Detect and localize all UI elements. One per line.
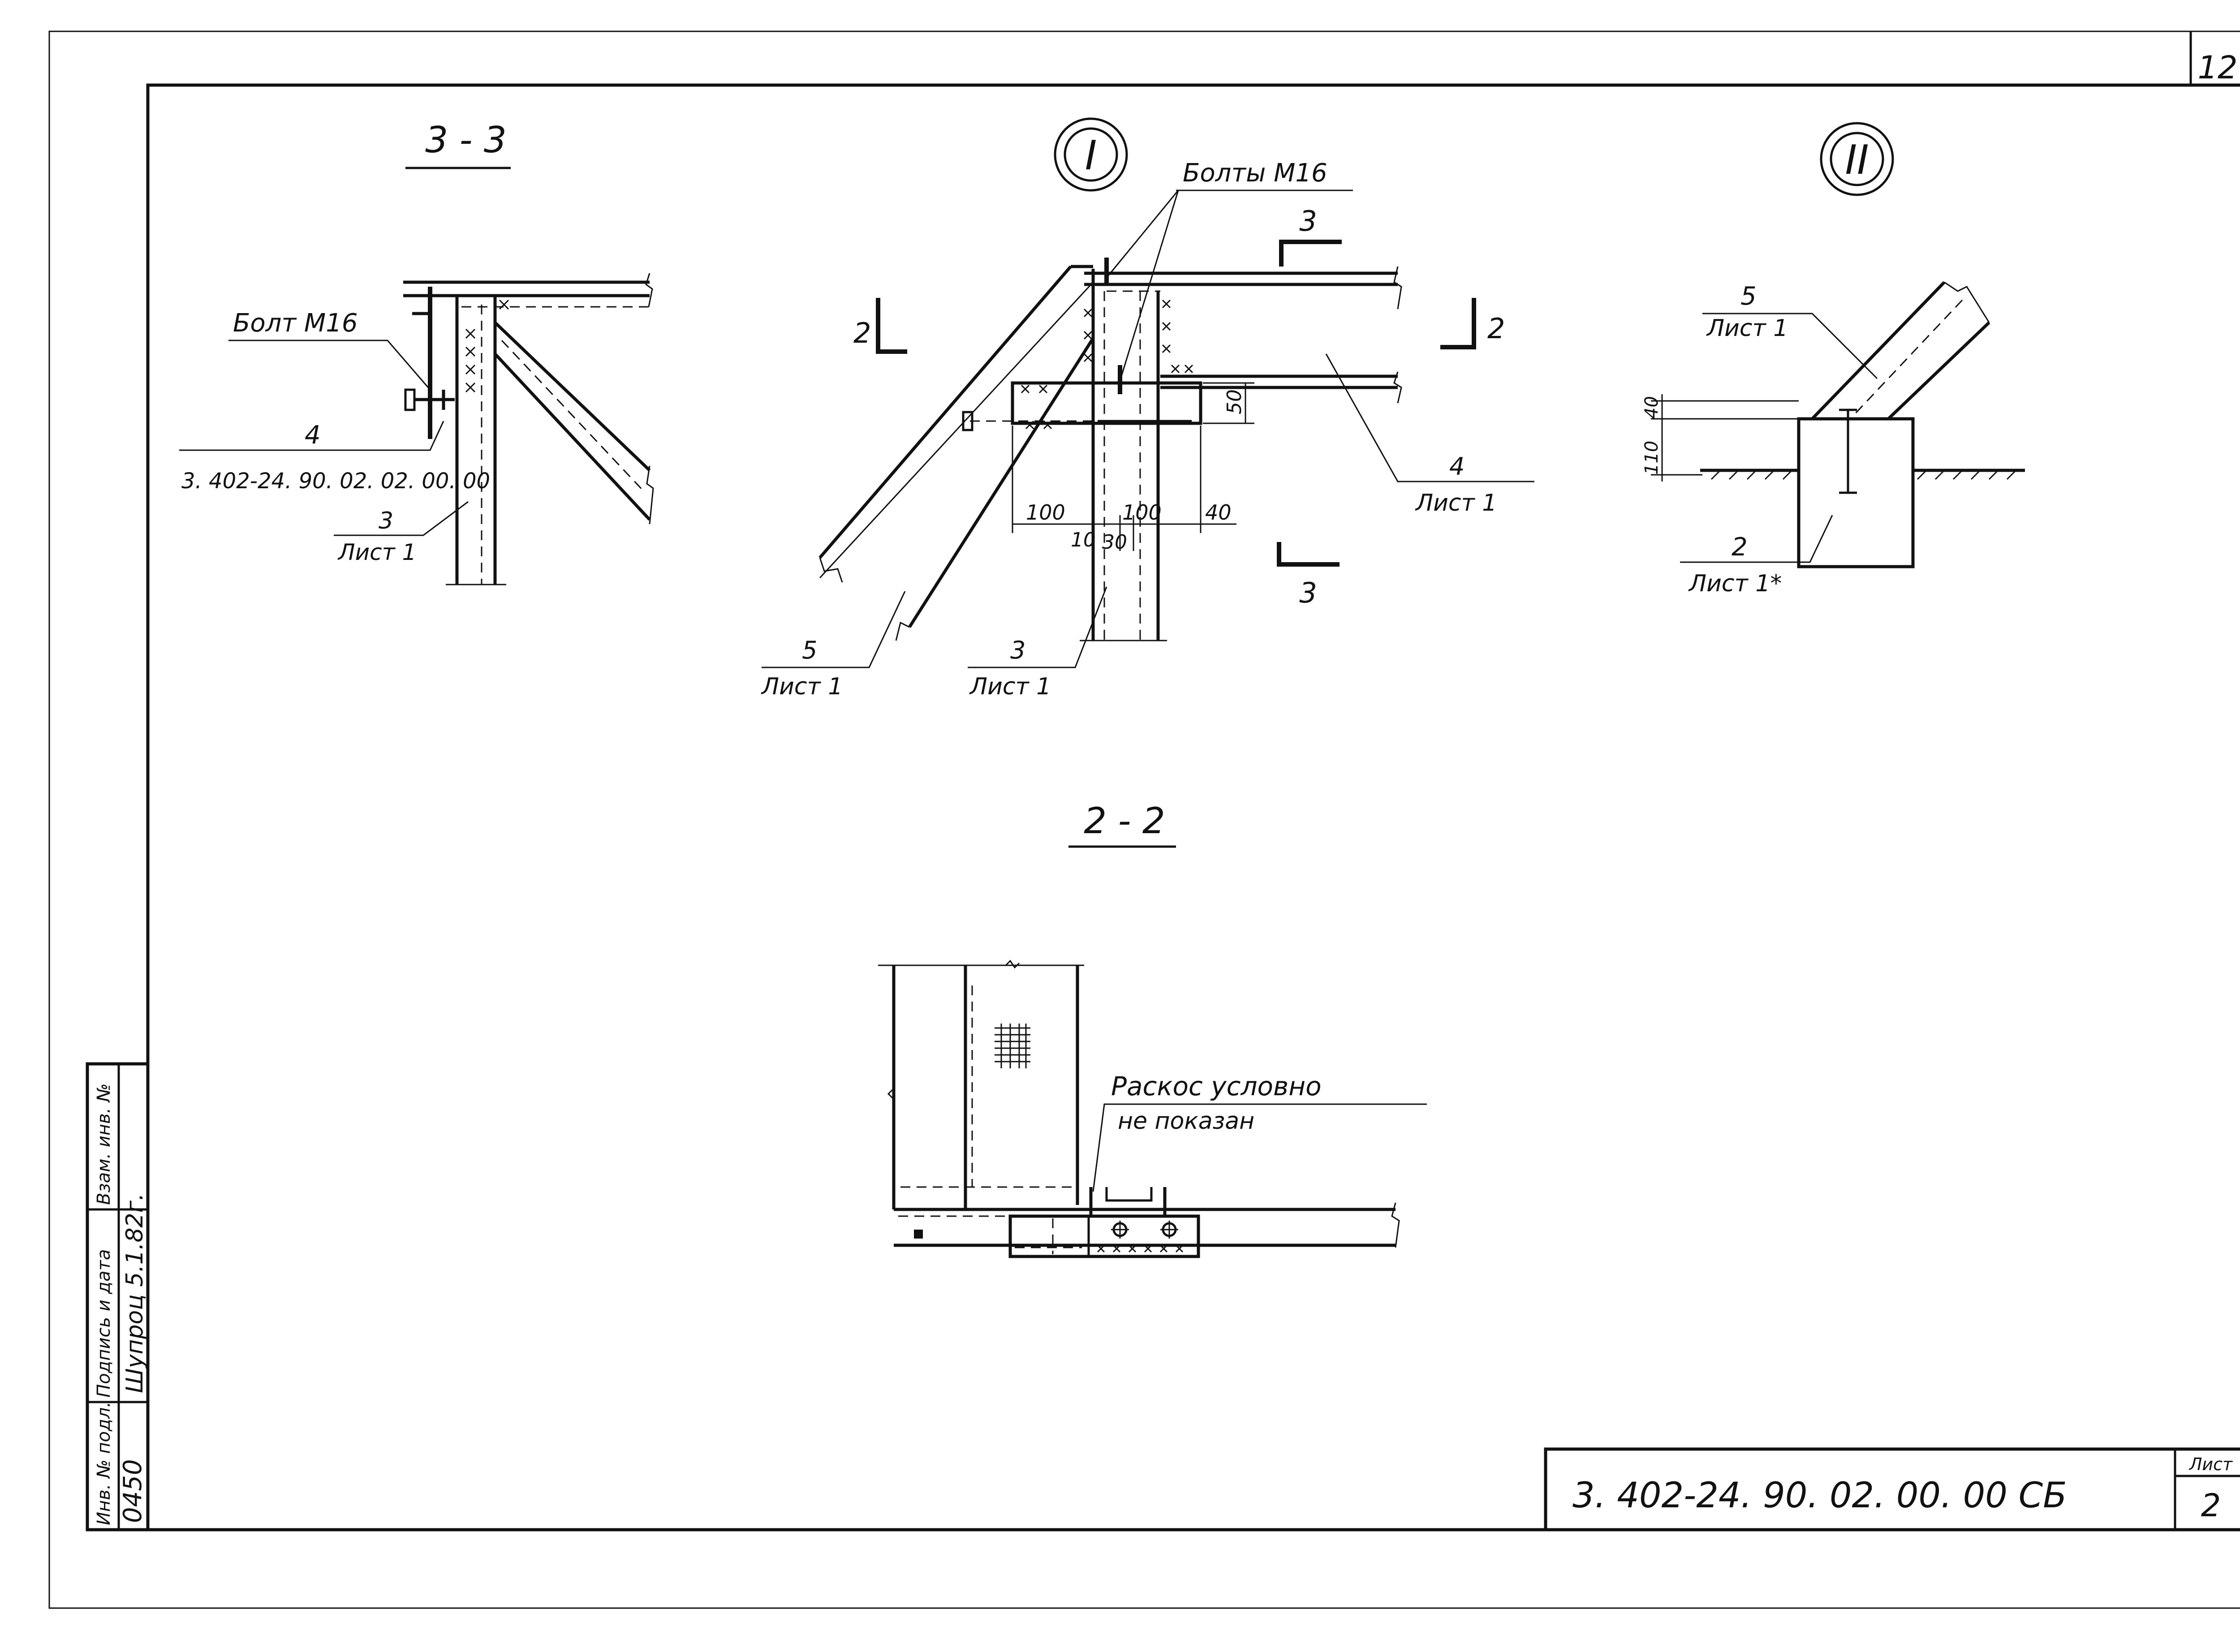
node-I-cut2-right: 2 xyxy=(1487,312,1505,345)
node-I-diagonal xyxy=(818,265,1094,641)
node-I-dimensions xyxy=(1012,382,1254,551)
node-II-part5-ref: Лист 1 xyxy=(1706,315,1788,342)
title-block-frame xyxy=(1544,1447,2240,1532)
node-I-part3-num: 3 xyxy=(1010,636,1025,664)
node-II-part2-leader xyxy=(1680,515,1833,563)
title-block xyxy=(1544,1447,2240,1532)
sheet-label: Лист xyxy=(2188,1454,2233,1474)
node-I-column xyxy=(1080,269,1167,641)
node-I-part4-leader xyxy=(1325,353,1534,482)
node-I-cut2-left: 2 xyxy=(853,317,871,349)
node-I-dim-40: 40 xyxy=(1205,500,1232,525)
node-I-marker-outer xyxy=(1054,117,1128,192)
view-2-2-welds xyxy=(1097,1244,1184,1253)
inv-podl-label: Инв. № подл. xyxy=(94,1402,114,1525)
node-II-part5-num: 5 xyxy=(1740,282,1757,311)
node-I-cut3-marks xyxy=(1277,240,1342,567)
node-I-bolts xyxy=(1104,258,1122,394)
view-3-3-part3-leader xyxy=(334,501,469,536)
node-I-plate xyxy=(962,381,1202,431)
page-number: 12 xyxy=(2197,49,2237,86)
view-2-2-note-leader xyxy=(1092,1103,1427,1192)
side-stamp xyxy=(86,1062,150,1532)
view-3-3-part3-ref: Лист 1 xyxy=(337,539,416,565)
view-2-2-channel xyxy=(1089,1187,1167,1218)
node-II: II 40 110 xyxy=(1641,122,2025,597)
node-I-part5-num: 5 xyxy=(802,636,817,664)
view-3-3-bolt-label: Болт М16 xyxy=(233,309,358,338)
view-3-3-diagonal xyxy=(494,321,654,525)
node-II-part2-ref: Лист 1* xyxy=(1688,570,1782,597)
view-2-2-bolts xyxy=(1111,1221,1178,1239)
view-2-2-beam xyxy=(894,1202,1400,1248)
node-II-part2-num: 2 xyxy=(1732,533,1748,562)
node-I-marker: I xyxy=(1085,132,1097,179)
sheet-number: 2 xyxy=(2201,1487,2221,1524)
sheet-frame xyxy=(48,30,2240,1609)
view-2-2-note-line2: не показан xyxy=(1118,1108,1254,1135)
node-I-bolts-leader-1 xyxy=(1106,190,1179,278)
node-I-part4-num: 4 xyxy=(1449,452,1465,481)
node-II-marker: II xyxy=(1845,137,1869,184)
view-3-3-part4-ref: 3. 402-24. 90. 02. 02. 00. 00 xyxy=(181,469,490,494)
outer-trim-border xyxy=(48,30,2240,1609)
view-3-3-part3-num: 3 xyxy=(379,508,393,534)
node-I-dim-100-left: 100 xyxy=(1026,500,1065,525)
node-II-dimensions xyxy=(1651,394,1799,482)
view-3-3-bolt-leader xyxy=(228,340,431,390)
inv-podl-value: 0450 xyxy=(118,1459,147,1523)
vzam-label: Взам. инв. № xyxy=(94,1083,114,1205)
view-3-3-title: 3 - 3 xyxy=(425,119,507,161)
node-II-diagonal xyxy=(1811,281,1990,420)
view-3-3-part4-leader xyxy=(179,421,444,451)
node-I-dim-10: 10 xyxy=(1071,529,1096,551)
node-II-ground xyxy=(1700,469,2025,480)
view-3-3-top-beam xyxy=(403,273,653,308)
document-code: 3. 402-24. 90. 02. 00. 00 СБ xyxy=(1572,1476,2067,1516)
view-3-3-welds xyxy=(465,299,509,393)
node-I-welds xyxy=(1021,299,1193,430)
node-I-dim-100-right: 100 xyxy=(1122,500,1162,525)
node-I: I Болты М16 3 3 2 2 xyxy=(761,117,1534,700)
podpis-label: Подпись и дата xyxy=(94,1249,114,1398)
node-II-part5-leader xyxy=(1702,313,1878,379)
view-3-3-channel xyxy=(412,287,455,439)
view-2-2-title: 2 - 2 xyxy=(1084,800,1165,842)
view-2-2-hatch xyxy=(995,1024,1030,1068)
node-I-dim-50: 50 xyxy=(1223,389,1246,414)
node-II-dim-40: 40 xyxy=(1641,396,1662,419)
view-3-3-column xyxy=(446,296,506,585)
view-3-3: 3 - 3 xyxy=(179,119,654,585)
node-I-part5-ref: Лист 1 xyxy=(761,673,843,700)
node-I-cut2-marks xyxy=(876,298,1476,354)
node-I-marker-inner xyxy=(1064,127,1118,182)
view-2-2-note-line1: Раскос условно xyxy=(1111,1071,1322,1101)
podpis-value: Шупроц 5.1.82г. xyxy=(121,1193,148,1393)
node-I-part3-leader xyxy=(968,586,1107,668)
node-I-part3-ref: Лист 1 xyxy=(969,673,1051,700)
node-I-cut3-bottom: 3 xyxy=(1299,576,1317,609)
inner-drawing-border xyxy=(146,83,2240,1532)
view-2-2-marker-square xyxy=(914,1230,923,1239)
view-3-3-part4-num: 4 xyxy=(305,421,321,450)
node-II-marker-inner xyxy=(1830,132,1884,186)
node-I-part5-leader xyxy=(762,591,906,668)
view-2-2: 2 - 2 xyxy=(878,800,1427,1258)
node-II-foundation xyxy=(1797,409,1915,568)
node-I-bolts-label: Болты М16 xyxy=(1183,159,1327,188)
view-2-2-column xyxy=(878,959,1084,1209)
node-I-dim-30: 30 xyxy=(1102,531,1127,554)
node-I-cut3-top: 3 xyxy=(1299,205,1317,237)
view-3-3-bolt xyxy=(404,388,455,411)
node-II-marker-outer xyxy=(1820,122,1894,196)
node-I-part4-ref: Лист 1 xyxy=(1415,490,1497,516)
node-II-dim-110: 110 xyxy=(1641,441,1662,475)
